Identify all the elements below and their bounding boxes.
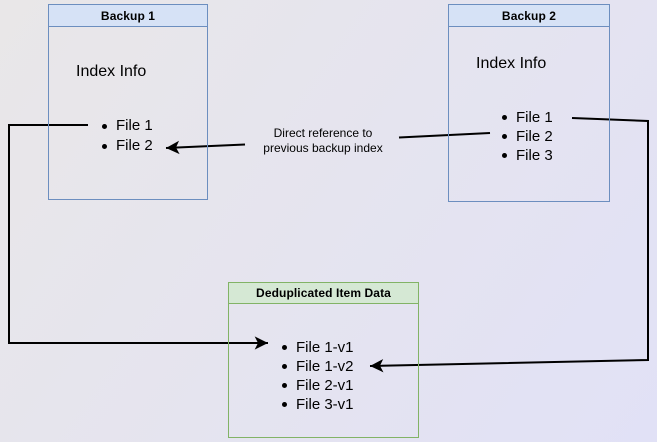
- backup1-file-list: File 1 File 2: [101, 116, 153, 156]
- backup2-index-info-label: Index Info: [476, 55, 547, 72]
- backup2-file-item: File 1: [501, 108, 553, 127]
- dedup-title: Deduplicated Item Data: [256, 286, 391, 300]
- backup1-file-item: File 2: [101, 136, 153, 156]
- dedup-file-list: File 1-v1 File 1-v2 File 2-v1 File 3-v1: [281, 338, 354, 414]
- backup1-title: Backup 1: [100, 8, 156, 23]
- direct-reference-label-line1: Direct reference to: [273, 126, 373, 140]
- dedup-file-item: File 2-v1: [281, 376, 354, 395]
- dedup-file-item: File 1-v1: [281, 338, 354, 357]
- backup1-file-item: File 1: [101, 116, 153, 136]
- direct-reference-label: Direct reference to previous backup inde…: [263, 126, 382, 156]
- direct-reference-label-line2: previous backup index: [263, 141, 383, 155]
- backup1-box: Backup 1 Index Info File 1 File 2: [48, 4, 208, 200]
- backup2-file-list: File 1 File 2 File 3: [501, 108, 553, 165]
- dedup-file-item: File 3-v1: [281, 395, 354, 414]
- dedup-file-item: File 1-v2: [281, 357, 354, 376]
- backup2-box: Backup 2 Index Info File 1 File 2 File 3: [448, 4, 610, 202]
- backup2-file-item: File 3: [501, 146, 553, 165]
- backup1-index-info-label: Index Info: [76, 63, 147, 80]
- dedup-box: Deduplicated Item Data File 1-v1 File 1-…: [228, 282, 419, 438]
- backup2-file-item: File 2: [501, 127, 553, 146]
- backup2-header: Backup 2: [449, 5, 609, 27]
- backup1-header: Backup 1: [49, 5, 207, 27]
- dedup-header: Deduplicated Item Data: [229, 283, 418, 304]
- backup2-title: Backup 2: [501, 8, 557, 23]
